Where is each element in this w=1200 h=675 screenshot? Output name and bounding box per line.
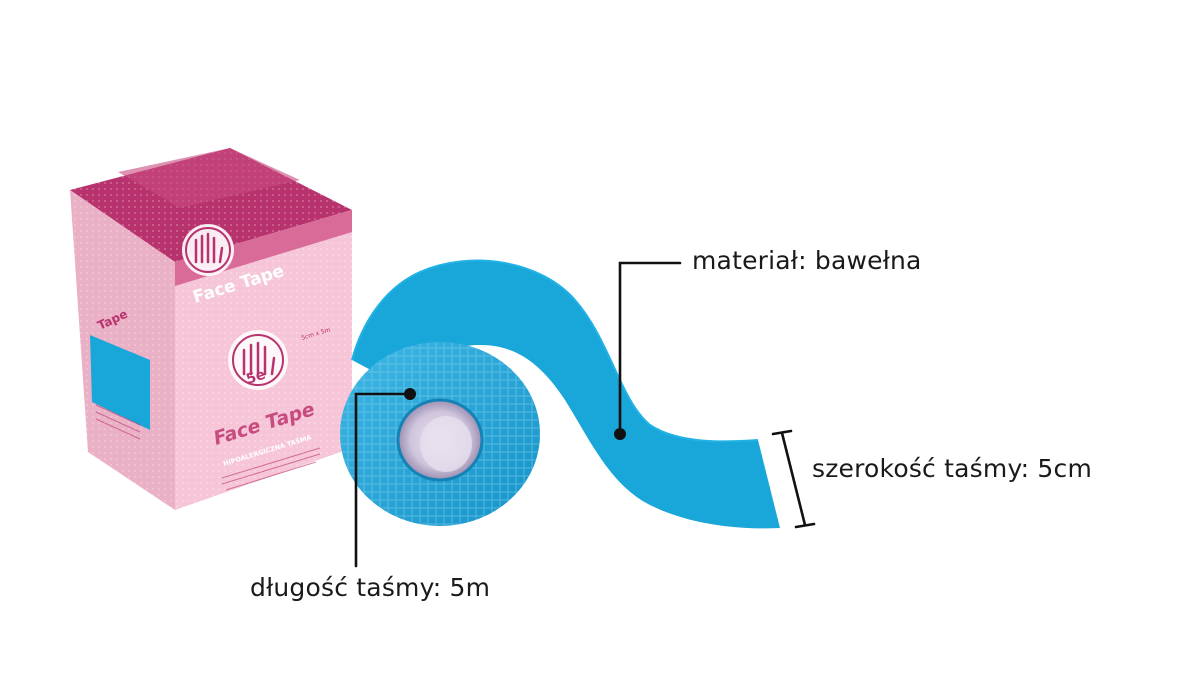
material-leader [618,261,682,436]
product-box: 5e Face Tape Face Tape HIPOALERGICZNA TA… [70,148,352,510]
hand-logo-top [182,224,234,276]
box-window [90,335,150,430]
material-label: materiał: bawełna [692,246,922,275]
material-dot [614,428,626,440]
width-label: szerokość taśmy: 5cm [812,454,1093,483]
hand-logo-front [228,330,288,390]
tape-roll [340,259,780,529]
box-logo-text: 5e [244,367,267,388]
length-leader [354,392,412,568]
length-dot [404,388,416,400]
length-label: długość taśmy: 5m [250,573,491,602]
annotation-lines [354,261,816,568]
width-bracket [780,431,807,527]
tape-strip [352,260,780,529]
